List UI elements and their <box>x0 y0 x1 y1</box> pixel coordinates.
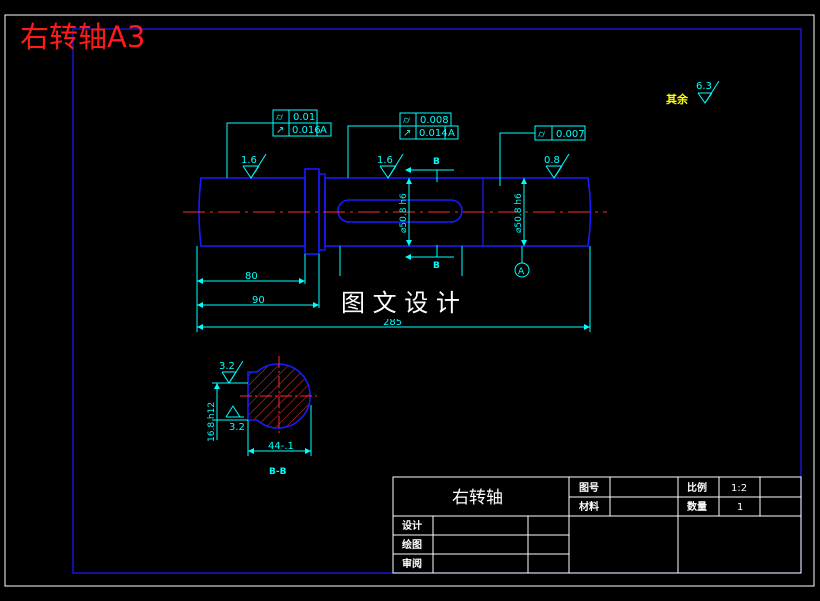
tolerance-middle-value-2: 0.014 <box>419 128 448 139</box>
tolerance-left-symbol-2: ↗ <box>276 125 284 136</box>
title-block-drawing-no-label: 图号 <box>579 482 599 494</box>
tolerance-middle-datum: A <box>448 128 455 139</box>
title-block-material-label: 材料 <box>579 500 599 513</box>
shaft-right-segment <box>324 177 592 247</box>
tolerance-frame-right: ⌭ 0.007 <box>499 125 586 186</box>
title-block-scale-label: 比例 <box>687 481 707 494</box>
section-profile <box>247 363 311 429</box>
roughness-middle-value: 1.6 <box>377 155 393 166</box>
shaft-main-view <box>183 168 607 255</box>
datum-marker: A <box>514 246 530 278</box>
length-dimensions: 80 90 285 <box>196 246 591 332</box>
tolerance-frame-middle: ⌭ 0.008 ↗ 0.014 A <box>347 112 459 178</box>
section-view-label: B-B <box>269 467 287 477</box>
title-block-draw-label: 绘图 <box>402 538 422 551</box>
roughness-other-value: 6.3 <box>696 81 712 92</box>
keyway-slot <box>337 199 463 223</box>
tolerance-frame-left: ⌭ 0.01 ↗ 0.016 A <box>226 109 332 178</box>
diameter-dimensions: ⌀50.8 h6 ⌀50.8 h6 <box>399 178 527 246</box>
title-block-design-label: 设计 <box>402 519 422 532</box>
section-marker-bottom: B <box>433 261 440 271</box>
title-block-review-label: 审阅 <box>402 557 422 570</box>
dim-length-2: 90 <box>252 295 265 306</box>
dim-diameter-right: ⌀50.8 h6 <box>514 193 524 233</box>
dim-key-width: 44-.1 <box>268 441 294 452</box>
roughness-right-value: 0.8 <box>544 155 560 166</box>
dim-length-1: 80 <box>245 271 258 282</box>
watermark: 图 文 设 计 <box>341 289 460 317</box>
sheet-border <box>4 14 815 587</box>
dim-key-depth: 16.8 h12 <box>207 402 217 442</box>
tolerance-middle-symbol-1: ⌭ <box>403 115 411 126</box>
roughness-other-label: 其余 <box>666 92 689 106</box>
section-view: 3.2 3.2 16.8 h12 44-.1 B-B <box>207 356 318 477</box>
section-cut-markers: B B <box>405 157 454 271</box>
roughness-left: 1.6 <box>241 153 267 179</box>
title-block-qty-label: 数量 <box>687 500 707 513</box>
tolerance-right-value: 0.007 <box>556 129 585 140</box>
roughness-section-bottom: 3.2 <box>229 422 245 433</box>
tolerance-right-symbol: ⌭ <box>538 129 546 140</box>
roughness-right: 0.8 <box>544 153 570 179</box>
tolerance-left-value-2: 0.016 <box>292 125 321 136</box>
datum-letter: A <box>518 267 525 277</box>
shaft-left-segment <box>198 177 306 247</box>
section-marker-top: B <box>433 157 440 167</box>
roughness-other: 其余 6.3 <box>666 80 720 106</box>
title-block-scale-value: 1:2 <box>731 483 747 494</box>
roughness-middle: 1.6 <box>377 153 404 179</box>
title-block-qty-value: 1 <box>737 502 743 513</box>
tolerance-middle-value-1: 0.008 <box>420 115 449 126</box>
tolerance-left-symbol-1: ⌭ <box>276 112 284 123</box>
dim-length-total: 285 <box>383 317 402 328</box>
title-block-part-name: 右转轴 <box>452 488 503 508</box>
roughness-section-top: 3.2 <box>219 361 235 372</box>
title-block: 右转轴 图号 材料 比例 1:2 数量 1 设计 绘图 审阅 <box>392 476 802 574</box>
tolerance-left-value-1: 0.01 <box>293 112 315 123</box>
sheet-title: 右转轴A3 <box>20 20 145 54</box>
tolerance-middle-symbol-2: ↗ <box>403 128 411 139</box>
tolerance-left-datum: A <box>320 125 327 136</box>
roughness-left-value: 1.6 <box>241 155 257 166</box>
dim-diameter-middle: ⌀50.8 h6 <box>399 193 409 233</box>
